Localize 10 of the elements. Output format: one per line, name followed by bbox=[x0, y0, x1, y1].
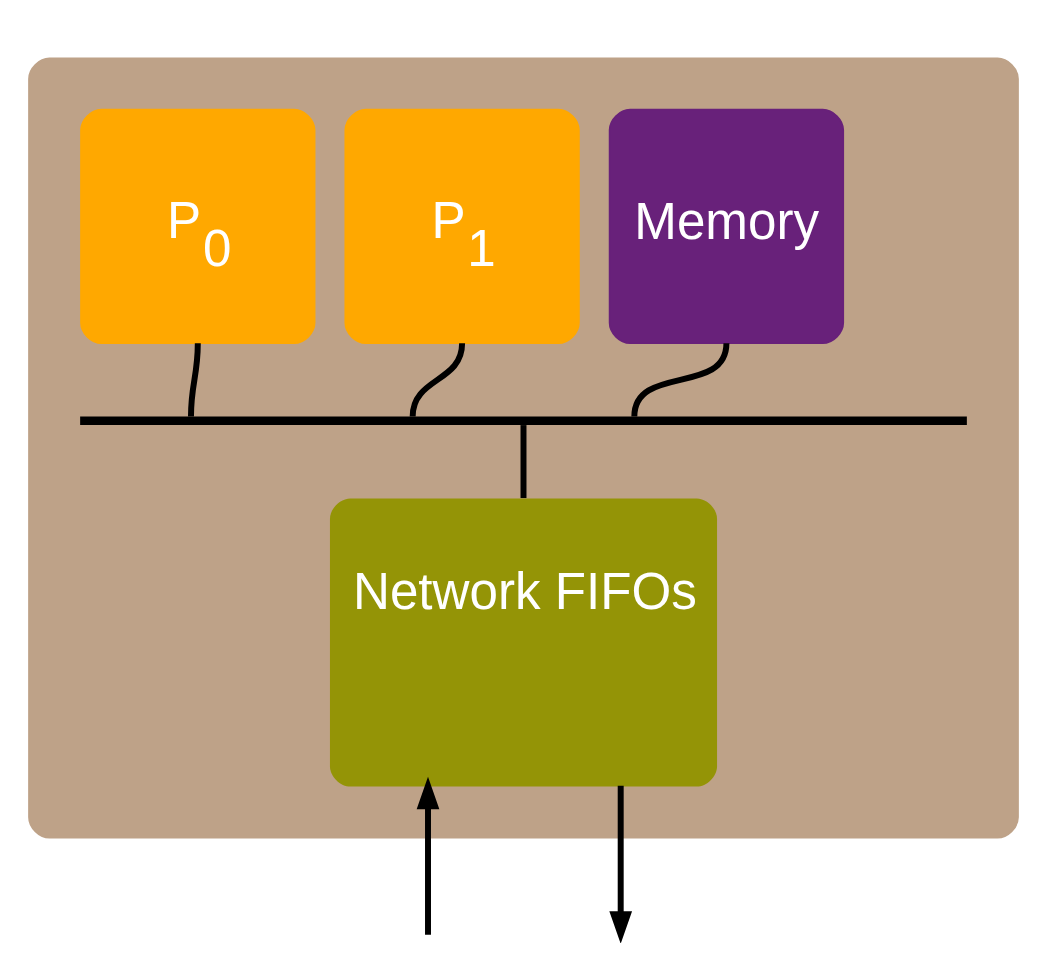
arrow bbox=[416, 776, 440, 935]
node-box: Memory bbox=[608, 108, 845, 344]
node-bar bbox=[80, 416, 967, 425]
connector bbox=[631, 342, 730, 417]
connector bbox=[409, 342, 466, 417]
cluster bbox=[28, 57, 1019, 839]
connector bbox=[520, 424, 527, 498]
arrow bbox=[609, 785, 633, 943]
node-box: Network FIFOs bbox=[329, 497, 718, 787]
connector bbox=[188, 342, 201, 417]
